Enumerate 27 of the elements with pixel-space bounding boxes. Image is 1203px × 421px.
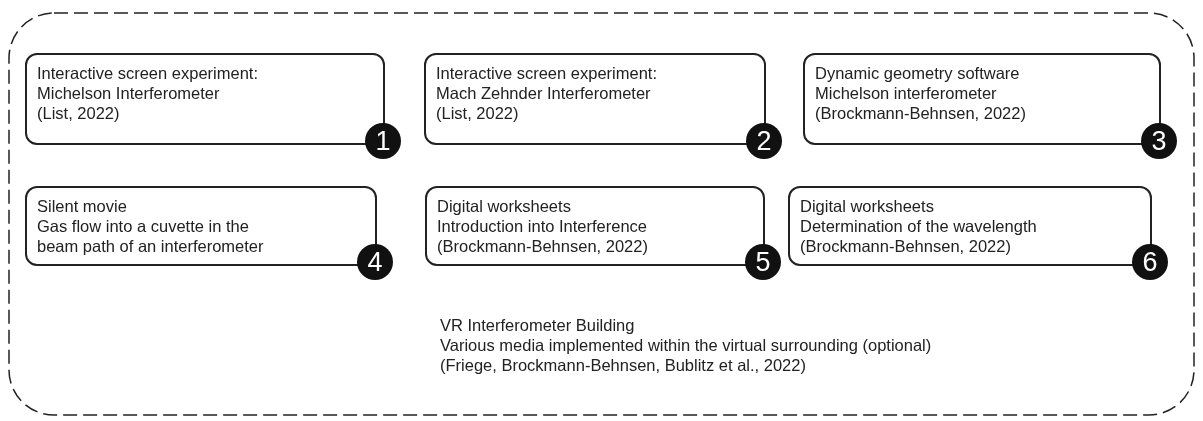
callout-number: 2 [746,123,782,159]
callout-number: 6 [1132,244,1168,280]
card-heading: Dynamic geometry software [815,63,1021,83]
group-text: (Friege, Brockmann-Behnsen, Bublitz et al., 2022) [440,355,807,375]
card-text: (List, 2022) [37,103,121,123]
card-text: (Brockmann-Behnsen, 2022) [815,103,1027,123]
callout-number: 1 [365,123,401,159]
card-heading: Silent movie [37,196,128,216]
card-text: Michelson Interferometer [37,83,221,103]
card-text: Mach Zehnder Interferometer [436,83,652,103]
card-text: (Brockmann-Behnsen, 2022) [437,236,649,256]
callout-number: 5 [745,244,781,280]
dashed-group-frame [8,12,1195,416]
card-text: (Brockmann-Behnsen, 2022) [800,236,1012,256]
card-text: (List, 2022) [436,103,520,123]
card-text: Introduction into Interference [437,216,649,236]
card-heading: Digital worksheets [800,196,935,216]
card-text: Determination of the wavelength [800,216,1038,236]
card-text: Gas flow into a cuvette in the beam path of an interferometer [37,216,265,256]
card-heading: Interactive screen experiment: [436,63,659,83]
callout-number: 4 [357,244,393,280]
group-text: Various media implemented within the virtual surrounding (optional) [440,335,932,355]
card-text: Michelson interferometer [815,83,998,103]
card-heading: Digital worksheets [437,196,572,216]
card-heading: Interactive screen experiment: [37,63,260,83]
group-text: VR Interferometer Building [440,315,636,335]
callout-number: 3 [1141,123,1177,159]
